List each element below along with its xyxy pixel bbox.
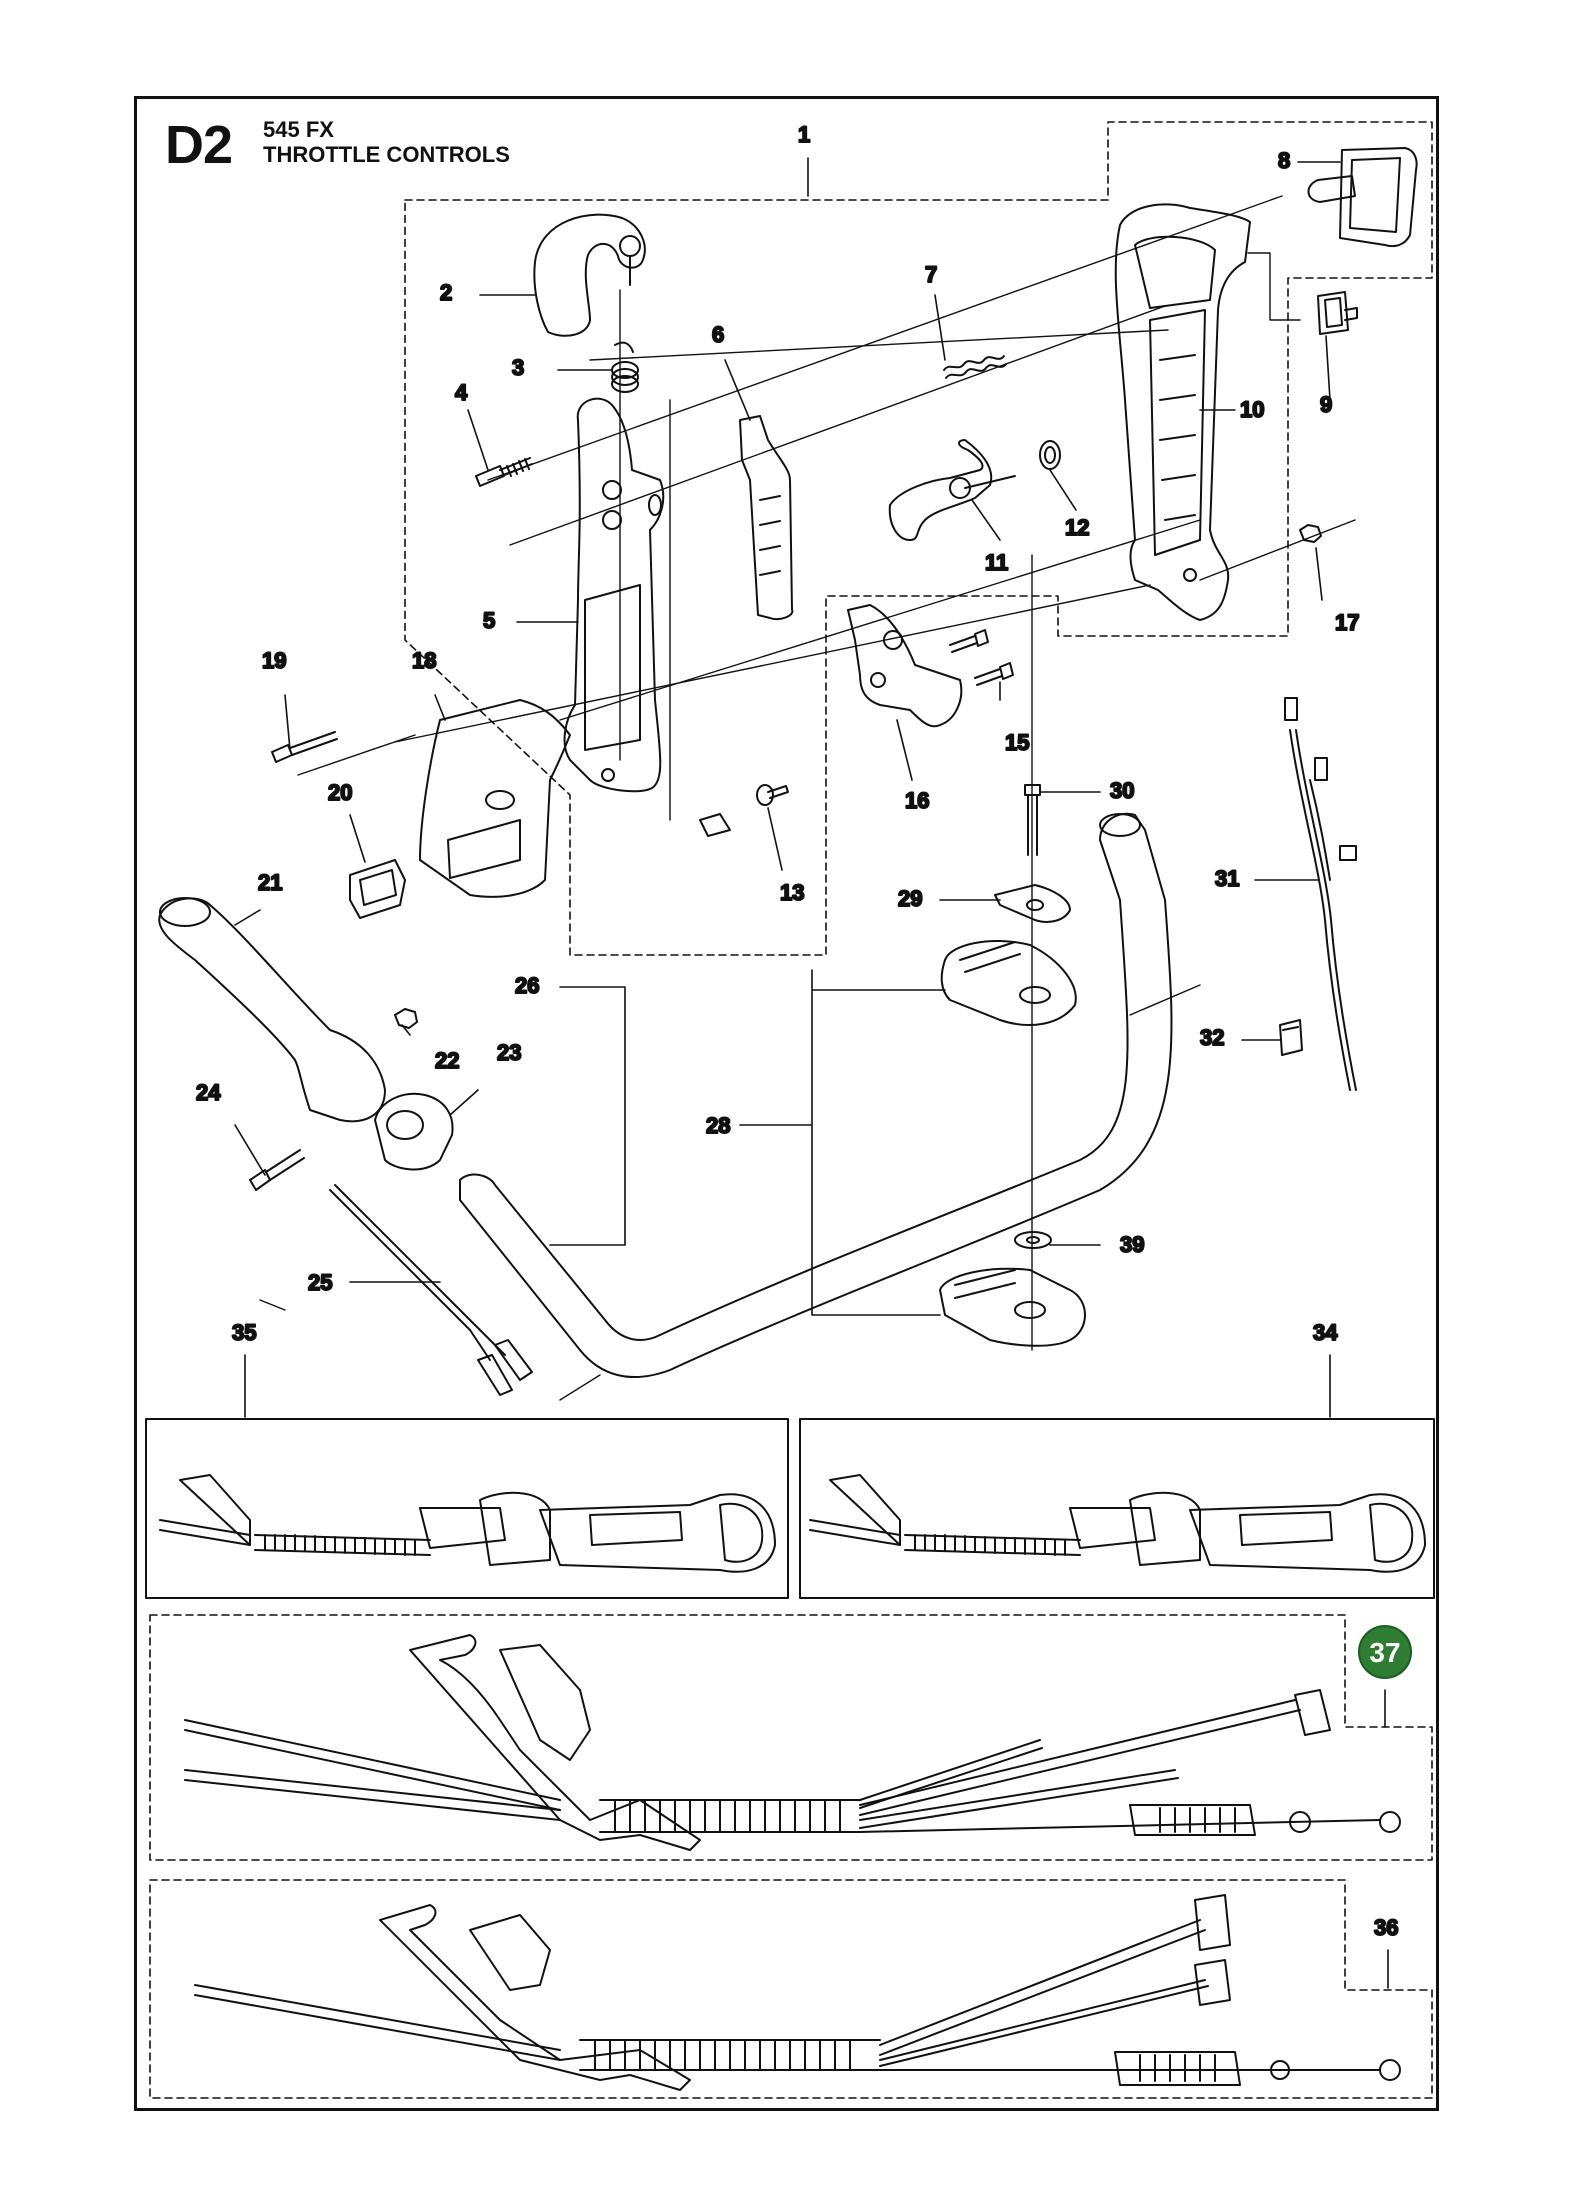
part-15-screws [949, 629, 1014, 686]
part-11-throttle-trigger [888, 439, 1016, 541]
group-box-37 [149, 1614, 1433, 1861]
part-5-handle-half [563, 397, 665, 793]
callout-4: 4 [455, 380, 468, 405]
callout-17: 17 [1335, 610, 1359, 635]
callout-3: 3 [512, 355, 524, 380]
part-7-spring [943, 355, 1007, 379]
callout-21: 21 [258, 870, 282, 895]
callout-7: 7 [925, 262, 937, 287]
part-29-clamp-knob [994, 884, 1071, 923]
part-8-knob [1307, 147, 1418, 248]
part-6-lockout-lever [739, 415, 794, 621]
callout-25: 25 [308, 1270, 332, 1295]
callout-19: 19 [262, 648, 286, 673]
badge-37-label: 37 [1369, 1637, 1400, 1668]
part-23-clamp [374, 1092, 454, 1171]
diagram-title: THROTTLE CONTROLS [263, 142, 510, 167]
page-frame [134, 96, 1439, 2111]
callout-5: 5 [483, 608, 495, 633]
callout-2: 2 [440, 280, 452, 305]
callout-10: 10 [1240, 397, 1264, 422]
group-outlines [149, 121, 1433, 2099]
variant-35-handle-assembly [159, 1474, 776, 1573]
part-37-badge: 37 [1358, 1625, 1412, 1679]
callout-35: 35 [232, 1320, 256, 1345]
callout-26: 26 [515, 973, 539, 998]
part-32-cable-clip [1279, 1019, 1303, 1056]
callout-6: 6 [712, 322, 724, 347]
callout-23: 23 [497, 1040, 521, 1065]
part-21-grip [158, 897, 386, 1123]
variant-box-35 [145, 1418, 789, 1599]
model-name: 545 FX [263, 117, 334, 142]
part-4-screw [475, 457, 533, 487]
callout-31: 31 [1215, 866, 1239, 891]
part-12-circlip [1039, 440, 1061, 470]
callout-22: 22 [435, 1048, 459, 1073]
callout-20: 20 [328, 780, 352, 805]
callout-13: 13 [780, 880, 804, 905]
part-16-lever-bracket [847, 604, 963, 728]
part-3-spring [611, 341, 639, 393]
part-9-stop-switch [1317, 291, 1358, 335]
part-26-handlebar [459, 812, 1173, 1378]
callout-24: 24 [196, 1080, 221, 1105]
callout-15: 15 [1005, 730, 1029, 755]
callout-9: 9 [1320, 392, 1332, 417]
group-box-36 [149, 1879, 1433, 2099]
part-37-cable-assembly [184, 1634, 1401, 1851]
part-25-cable [329, 1184, 533, 1396]
part-30-bolt [1024, 784, 1041, 856]
part-13-terminal [699, 784, 789, 837]
part-24-screw [249, 1149, 305, 1191]
part-22-nut [394, 1008, 418, 1029]
part-31-wire-harness [1284, 697, 1357, 1091]
part-17-nut [1299, 524, 1322, 543]
leader-lines [234, 157, 1389, 1989]
part-28-lower-clamp [939, 1267, 1086, 1347]
callout-34: 34 [1313, 1320, 1338, 1345]
part-2-throttle-lever [533, 213, 646, 337]
callout-16: 16 [905, 788, 929, 813]
callout-32: 32 [1200, 1025, 1224, 1050]
callout-30: 30 [1110, 778, 1134, 803]
part-20-switch [349, 859, 406, 919]
group-box-1 [404, 121, 1433, 956]
callout-39: 39 [1120, 1232, 1144, 1257]
callout-12: 12 [1065, 515, 1089, 540]
callout-28: 28 [706, 1113, 730, 1138]
part-28-upper-clamp [940, 939, 1077, 1026]
part-19-screw [271, 731, 338, 763]
variant-box-34 [799, 1418, 1435, 1599]
callout-1: 1 [798, 122, 810, 147]
callout-labels: 1 2 3 4 5 6 7 8 9 10 11 12 13 15 16 17 1… [195, 121, 1399, 1941]
variant-34-handle-assembly [809, 1474, 1426, 1573]
callout-18: 18 [412, 648, 436, 673]
callout-29: 29 [898, 886, 922, 911]
section-code: D2 [165, 115, 233, 175]
part-10-handle-half [1114, 203, 1251, 621]
callout-11: 11 [985, 550, 1008, 575]
callout-36: 36 [1374, 1915, 1398, 1940]
callout-8: 8 [1278, 148, 1290, 173]
part-39-washer [1014, 1231, 1052, 1249]
part-18-switch-housing [419, 699, 571, 898]
part-36-cable-assembly [194, 1894, 1401, 2091]
